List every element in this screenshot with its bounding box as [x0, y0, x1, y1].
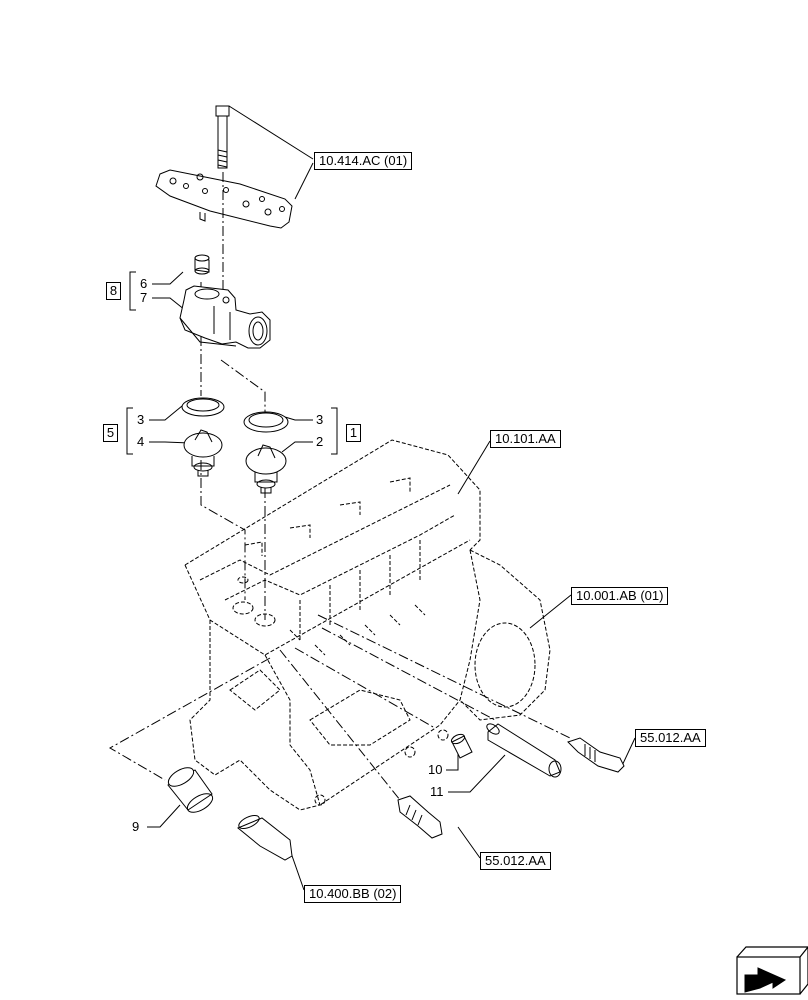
arrow-next-page-icon[interactable] [736, 946, 808, 995]
temperature-sensor-right [567, 737, 625, 773]
reference-55-012-aa-bottom[interactable]: 55.012.AA [480, 852, 551, 870]
part-number-7: 7 [140, 290, 148, 305]
short-plug [450, 733, 473, 759]
reference-10-414-ac[interactable]: 10.414.AC (01) [314, 152, 413, 170]
kit-number-8: 8 [106, 282, 121, 300]
thermostat-housing [179, 285, 271, 349]
thermostat-right [245, 444, 287, 494]
core-plug [167, 767, 214, 813]
bolt [215, 105, 230, 169]
pipe [486, 723, 562, 778]
plug [194, 254, 210, 275]
part-number-6: 6 [140, 276, 148, 291]
temperature-sensor-bottom [397, 795, 443, 839]
kit-bracket-1 [331, 407, 338, 455]
part-number-4: 4 [137, 434, 145, 449]
assembly-centerlines [108, 172, 571, 801]
kit-bracket-8 [129, 271, 136, 311]
kit-number-5: 5 [103, 424, 118, 442]
reference-55-012-aa-right[interactable]: 55.012.AA [635, 729, 706, 747]
reference-10-001-ab[interactable]: 10.001.AB (01) [571, 587, 669, 605]
seal-ring-right [243, 411, 289, 433]
part-number-9: 9 [132, 819, 140, 834]
kit-bracket-5 [126, 407, 133, 455]
leader-lines [147, 105, 636, 891]
reference-10-400-bb[interactable]: 10.400.BB (02) [304, 885, 402, 903]
engine-block [184, 439, 551, 811]
reference-10-101-aa[interactable]: 10.101.AA [490, 430, 561, 448]
thermostat-left [183, 429, 223, 477]
part-number-11: 11 [430, 784, 444, 799]
part-number-3-left: 3 [137, 412, 145, 427]
seal-ring-left [181, 397, 225, 417]
part-number-2: 2 [316, 434, 324, 449]
gasket-plate [155, 169, 293, 229]
part-number-3-right: 3 [316, 412, 324, 427]
part-number-10: 10 [428, 762, 443, 777]
coolant-hose [237, 815, 293, 861]
kit-number-1: 1 [346, 424, 361, 442]
